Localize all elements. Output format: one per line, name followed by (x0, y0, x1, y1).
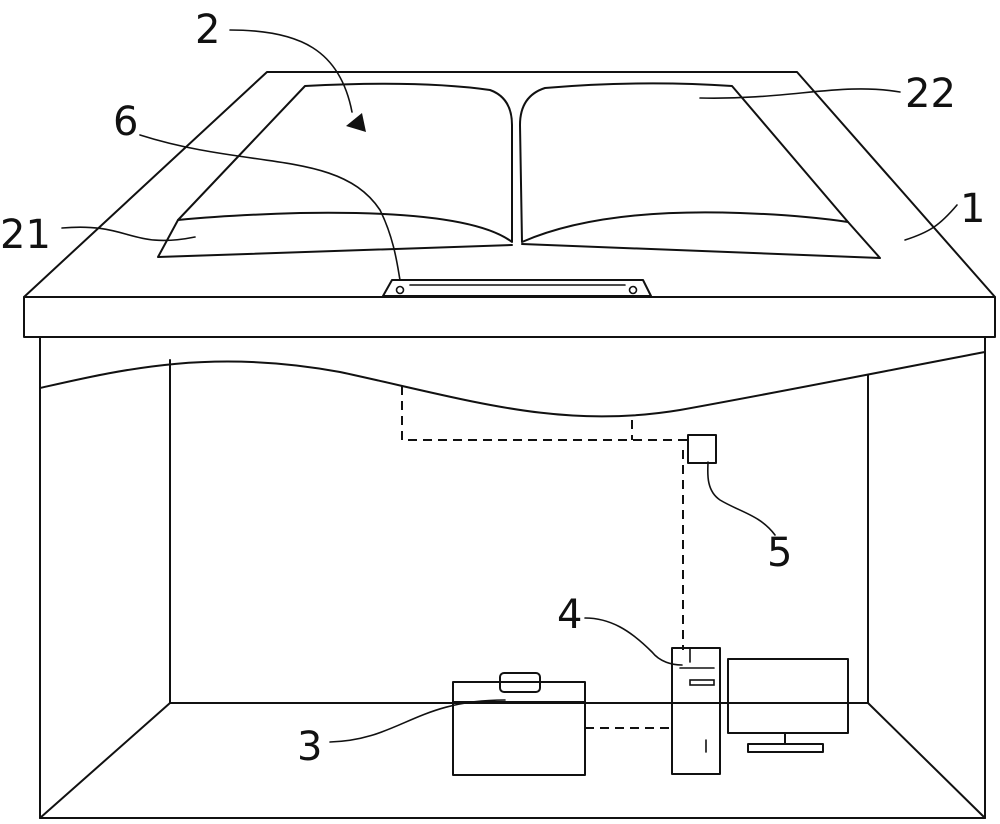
monitor (728, 659, 848, 733)
label-22: 22 (905, 71, 956, 117)
table-body (40, 337, 985, 818)
arrowhead (346, 113, 366, 132)
clip-bar (383, 280, 651, 296)
computer-tower (672, 648, 720, 774)
open-book (158, 83, 880, 258)
computer (672, 648, 848, 774)
label-21: 21 (0, 212, 51, 258)
label-4: 4 (557, 592, 582, 638)
label-2: 2 (195, 7, 220, 53)
label-1: 1 (960, 186, 985, 232)
right-page (520, 83, 848, 242)
label-6: 6 (113, 99, 138, 145)
device (453, 673, 585, 775)
wiring (402, 386, 688, 728)
label-3: 3 (297, 724, 322, 770)
sensor-box (688, 435, 716, 463)
label-5: 5 (767, 530, 792, 576)
